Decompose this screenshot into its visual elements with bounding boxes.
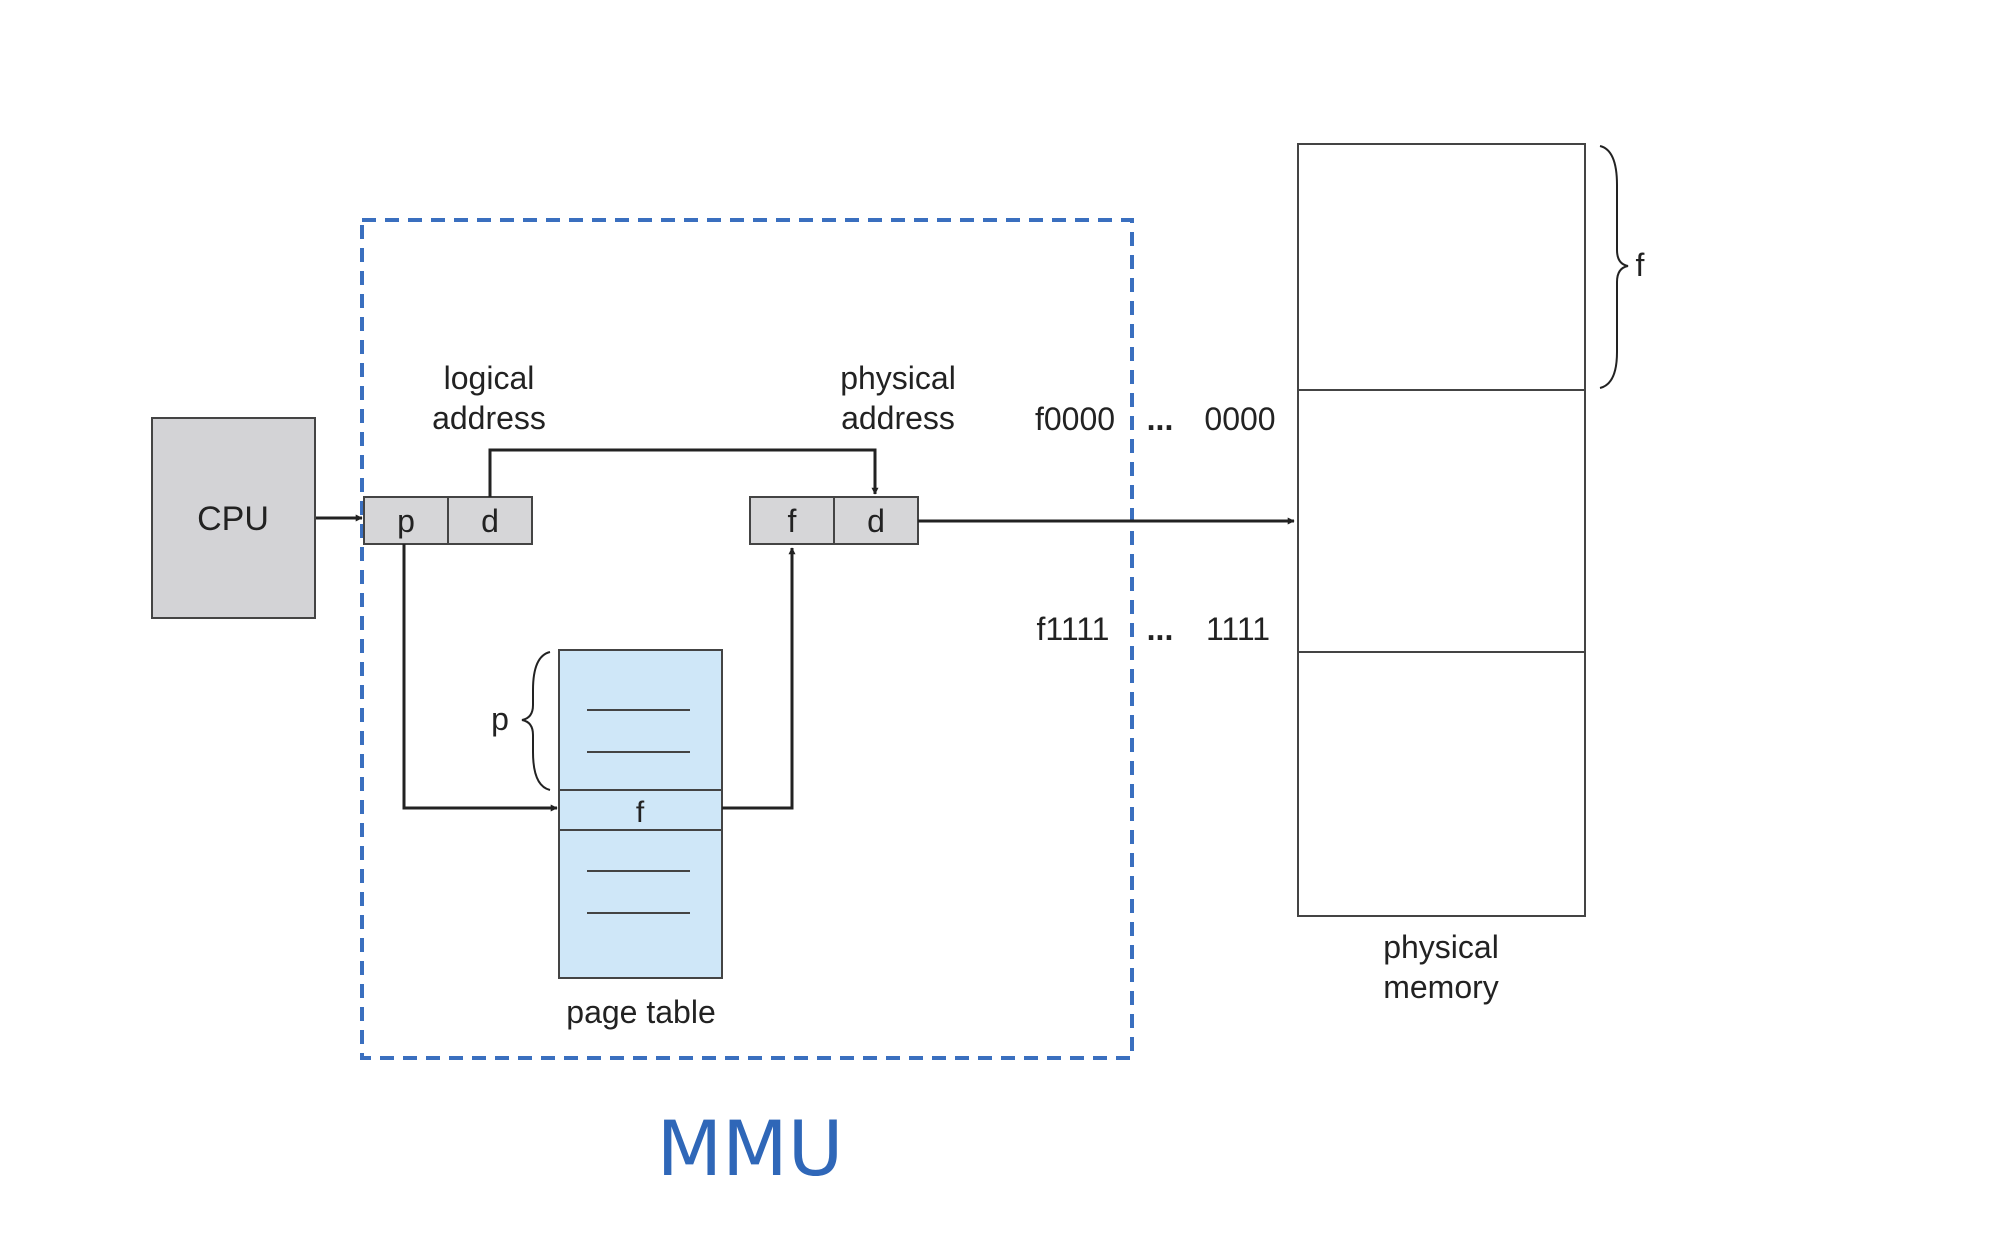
page-table: f <box>558 649 723 979</box>
physical-memory-box <box>1297 143 1586 917</box>
logical-page-cell <box>363 496 449 545</box>
physical-address-register: f d <box>749 496 919 545</box>
frame-end-right: 1111 <box>1206 611 1270 647</box>
physical-memory-label-line2: memory <box>1383 969 1499 1005</box>
logical-address-label-line1: logical <box>444 360 535 396</box>
frame-end-dots: ... <box>1147 611 1174 647</box>
page-table-box <box>558 649 723 979</box>
physical-memory-label-line1: physical <box>1383 929 1499 965</box>
page-table-label: page table <box>566 994 715 1030</box>
cpu-box <box>151 417 316 619</box>
mmu-boundary <box>360 218 1134 1060</box>
frame-lookup-arrow <box>722 547 796 810</box>
physical-frame-field: f <box>788 503 797 539</box>
frame-brace <box>1599 145 1629 389</box>
offset-copy-arrow <box>488 448 879 497</box>
page-table-entry-f: f <box>636 796 645 829</box>
logical-offset-field: d <box>481 503 499 539</box>
physical-address-label-line2: address <box>841 400 955 436</box>
physical-address-label-line1: physical <box>840 360 956 396</box>
frame-end-left: f1111 <box>1037 611 1110 647</box>
page-index-brace <box>521 651 551 791</box>
physical-offset-field: d <box>867 503 885 539</box>
logical-address-register: p d <box>363 496 533 545</box>
frame-start-left: f0000 <box>1035 401 1115 437</box>
frame-start-dots: ... <box>1147 401 1174 437</box>
mmu-label: MMU <box>657 1104 844 1193</box>
frame-start-right: 0000 <box>1204 401 1275 437</box>
page-index-brace-label: p <box>491 701 509 737</box>
cpu-block: CPU <box>151 417 316 619</box>
frame-brace-label: f <box>1636 247 1645 283</box>
physical-memory <box>1297 143 1586 917</box>
logical-address-label-line2: address <box>432 400 546 436</box>
logical-page-field: p <box>397 503 415 539</box>
cpu-label: CPU <box>197 500 269 538</box>
page-index-arrow <box>402 544 558 812</box>
